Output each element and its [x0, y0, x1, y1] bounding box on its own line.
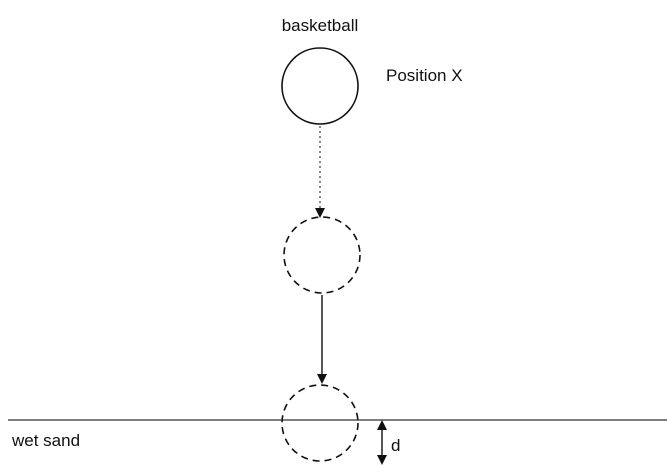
basketball-label: basketball — [282, 16, 359, 35]
wet-sand-label: wet sand — [11, 431, 80, 450]
drop-arrowhead-1 — [315, 208, 325, 218]
drop-arrowhead-2 — [317, 374, 327, 384]
depth-arrowhead-down — [377, 455, 387, 465]
ball-mid-fall — [283, 216, 361, 294]
ball-position-x — [281, 47, 359, 125]
depth-label: d — [391, 436, 400, 455]
depth-arrowhead-up — [377, 420, 387, 430]
ball-in-sand — [281, 384, 359, 462]
position-x-label: Position X — [386, 66, 463, 85]
